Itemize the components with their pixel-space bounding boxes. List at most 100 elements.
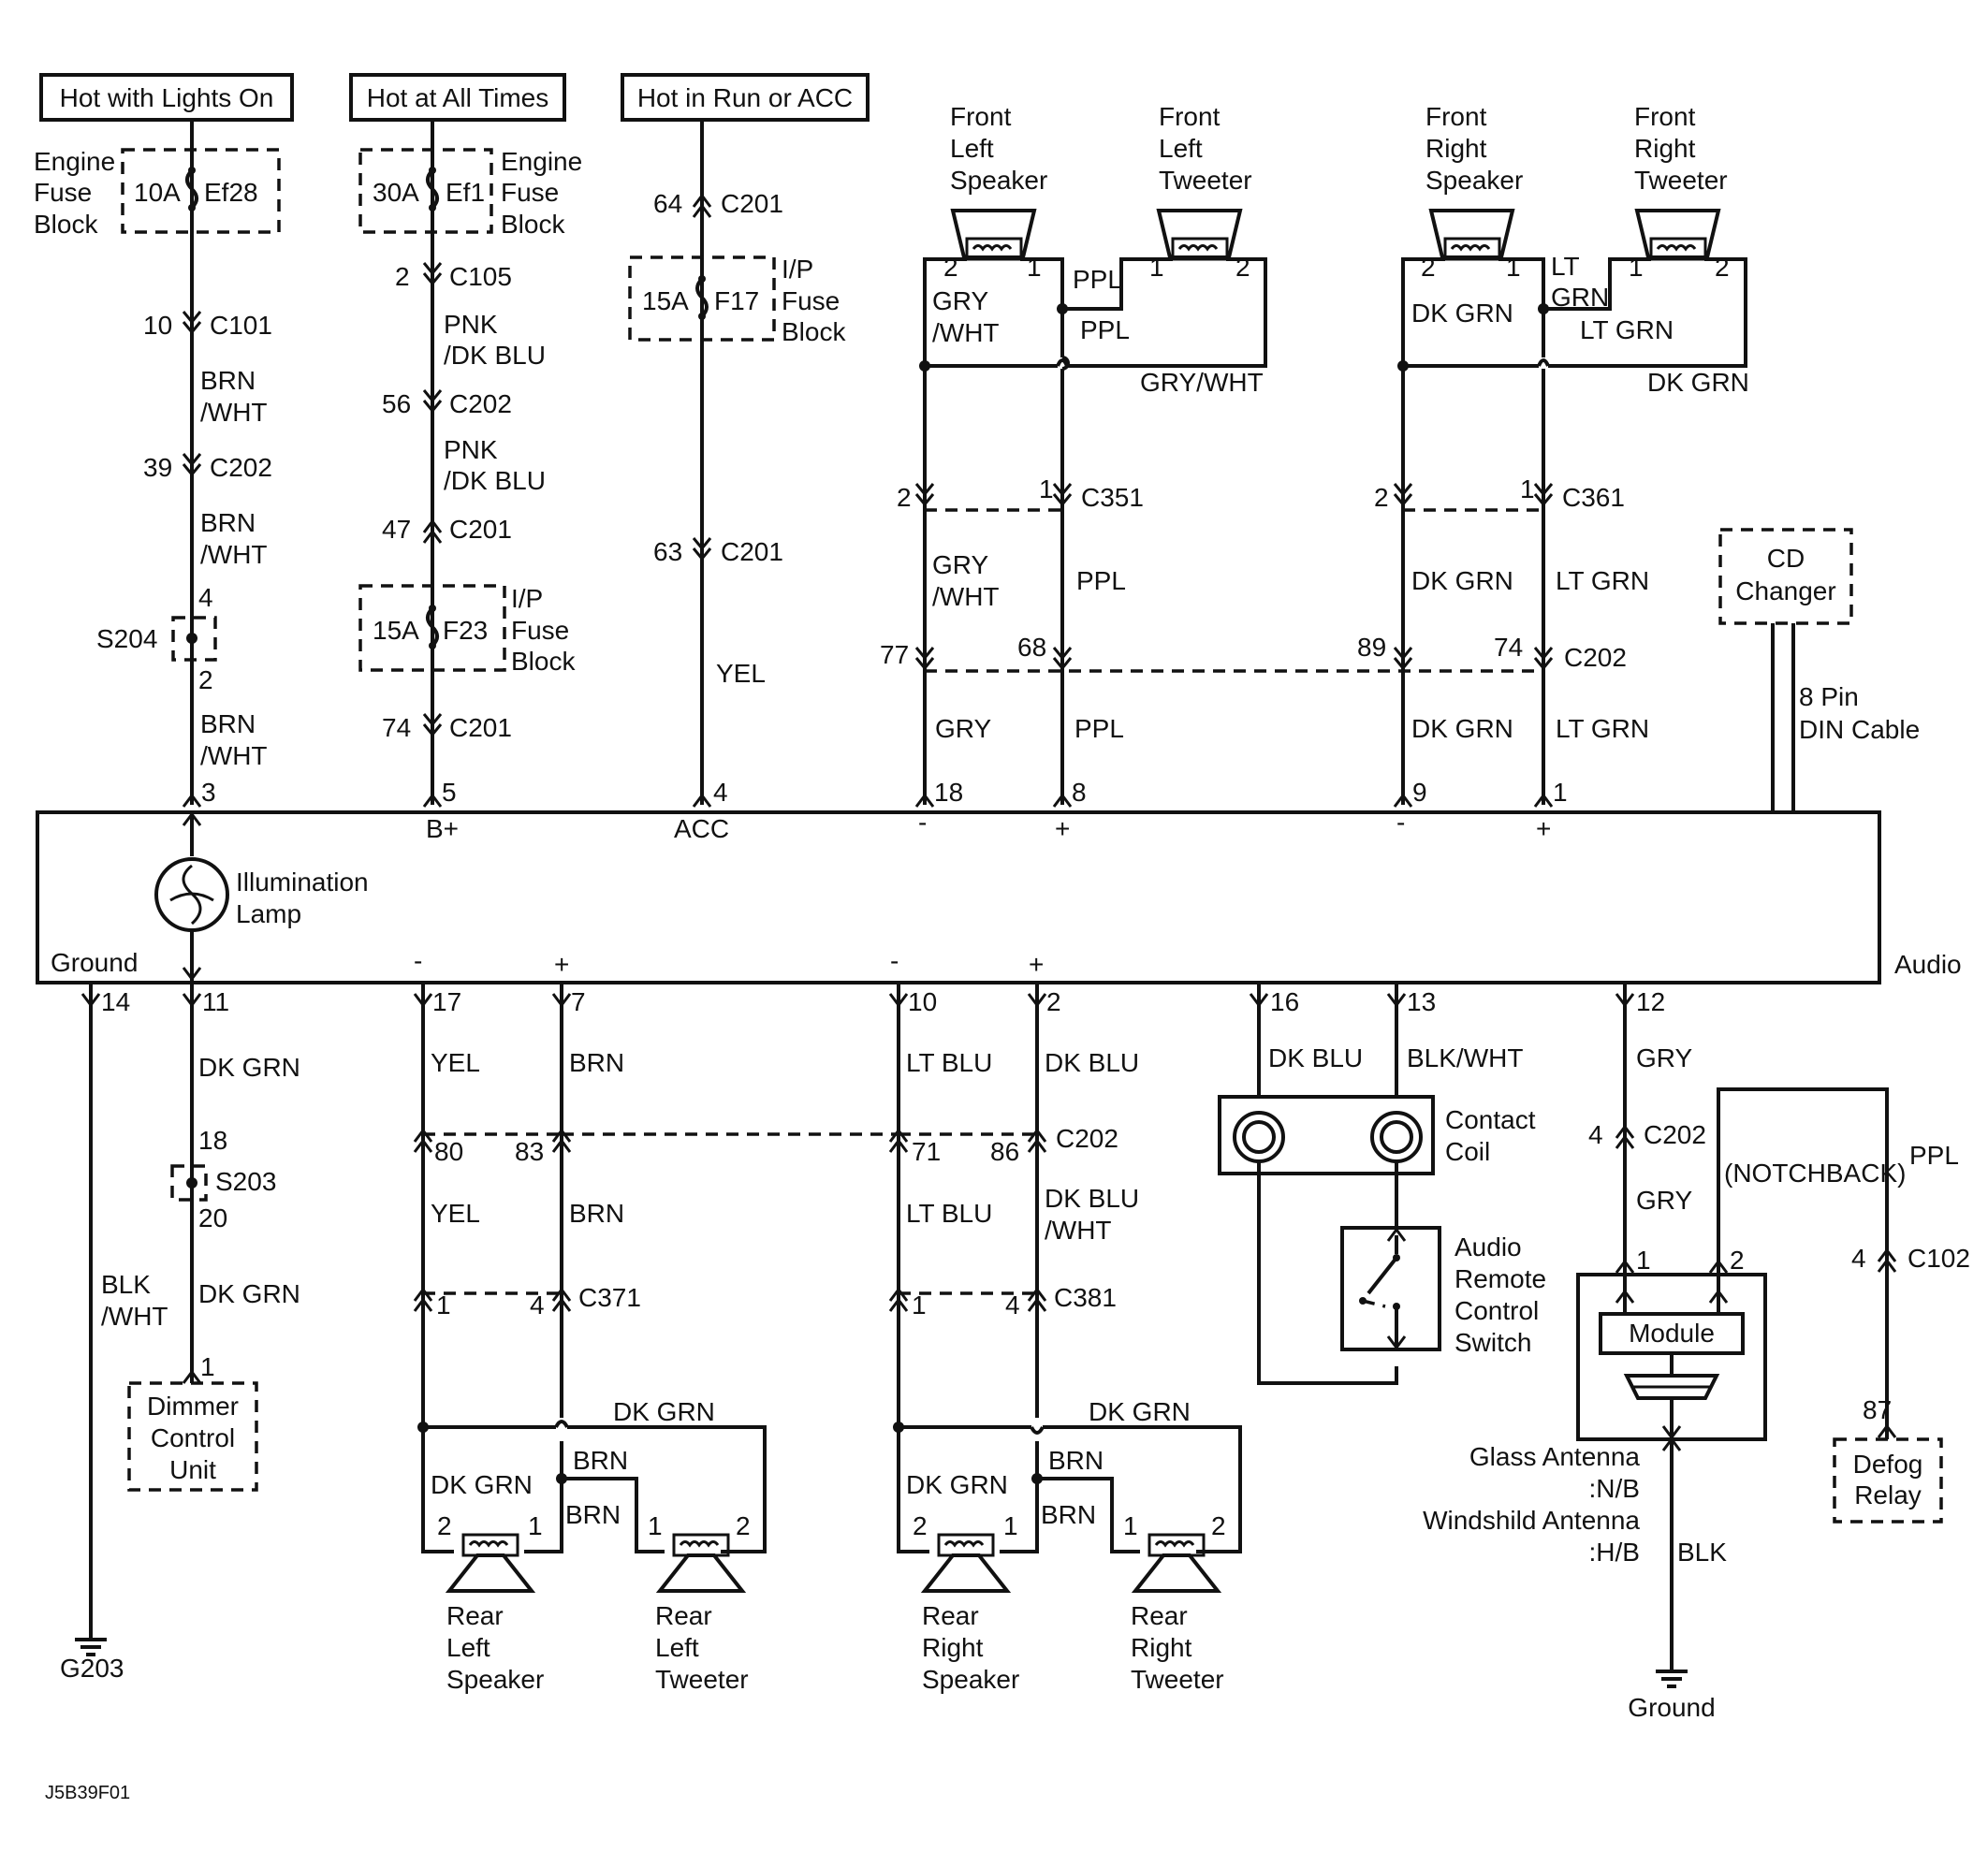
svg-text:/DK BLU: /DK BLU xyxy=(444,466,546,495)
circuit-acc-feed: 64 C201 15A F17 I/P Fuse Block 63 C201 Y… xyxy=(628,120,846,808)
svg-text:YEL: YEL xyxy=(431,1048,480,1077)
connector-label: C101 xyxy=(210,311,272,340)
svg-text:F17: F17 xyxy=(714,286,759,315)
svg-text:Windshild Antenna: Windshild Antenna xyxy=(1423,1506,1640,1535)
svg-text:1: 1 xyxy=(1003,1511,1018,1540)
svg-text:DK BLU: DK BLU xyxy=(1045,1048,1139,1077)
power-source-all-times: Hot at All Times xyxy=(349,73,566,122)
svg-text:3: 3 xyxy=(201,778,216,807)
svg-text:C202: C202 xyxy=(210,453,272,482)
svg-text:18: 18 xyxy=(198,1126,227,1155)
svg-text:89: 89 xyxy=(1357,633,1386,662)
svg-text:Left: Left xyxy=(950,134,994,163)
svg-text:Fuse: Fuse xyxy=(34,178,92,207)
svg-text:2: 2 xyxy=(913,1511,928,1540)
svg-text:GRN: GRN xyxy=(1551,283,1609,312)
svg-text:/WHT: /WHT xyxy=(200,540,268,569)
svg-text:Left: Left xyxy=(446,1633,490,1662)
svg-text::H/B: :H/B xyxy=(1589,1538,1640,1567)
svg-text:Tweeter: Tweeter xyxy=(1131,1665,1224,1694)
svg-text:Right: Right xyxy=(1131,1633,1192,1662)
svg-text:GRY: GRY xyxy=(935,714,991,743)
svg-text:YEL: YEL xyxy=(716,659,766,688)
svg-text:17: 17 xyxy=(432,987,461,1016)
defog-relay-circuit: 4 C102 87 Defog Relay xyxy=(1833,1089,1970,1524)
svg-text:4: 4 xyxy=(1005,1291,1020,1320)
svg-text:9: 9 xyxy=(1412,778,1427,807)
svg-text:1: 1 xyxy=(436,1291,451,1320)
cd-changer: CD Changer 8 Pin DIN Cable xyxy=(1718,528,1920,812)
svg-text:Ef1: Ef1 xyxy=(446,178,485,207)
svg-text:87: 87 xyxy=(1863,1395,1892,1424)
power-source-run-acc: Hot in Run or ACC xyxy=(621,73,870,122)
svg-text:LT BLU: LT BLU xyxy=(906,1199,992,1228)
speaker-icon xyxy=(445,1533,536,1593)
svg-text:1: 1 xyxy=(1629,253,1644,282)
svg-text:+: + xyxy=(554,950,569,979)
svg-text:BLK/WHT: BLK/WHT xyxy=(1407,1043,1523,1072)
notchback-label: (NOTCHBACK) xyxy=(1724,1159,1906,1188)
svg-text:BRN: BRN xyxy=(200,508,256,537)
svg-text:-: - xyxy=(414,946,422,975)
svg-text:GRY: GRY xyxy=(932,286,988,315)
svg-text:BRN: BRN xyxy=(573,1446,628,1475)
module-label: Module xyxy=(1629,1319,1715,1348)
svg-text:8: 8 xyxy=(1072,778,1087,807)
svg-text:4: 4 xyxy=(198,583,213,612)
svg-text:83: 83 xyxy=(515,1137,544,1166)
svg-text:4: 4 xyxy=(530,1291,545,1320)
svg-text:+: + xyxy=(1536,814,1551,843)
rear-right-speaker-group: 10 2 LT BLU DK BLU 71 86 LT BLU DK BLU /… xyxy=(888,983,1242,1694)
svg-text:Speaker: Speaker xyxy=(950,166,1047,195)
antenna-label: Glass Antenna xyxy=(1469,1442,1641,1471)
svg-text:1: 1 xyxy=(1149,253,1164,282)
svg-text:CD: CD xyxy=(1767,544,1805,573)
svg-text:74: 74 xyxy=(382,713,411,742)
svg-text:1: 1 xyxy=(648,1511,663,1540)
svg-text:2: 2 xyxy=(395,262,410,291)
steering-remote-circuit: 16 13 DK BLU BLK/WHT Contact Coil Audio … xyxy=(1218,983,1546,1385)
engine-fuse-block-label: Engine xyxy=(34,147,115,176)
svg-text:2: 2 xyxy=(736,1511,751,1540)
svg-text:1: 1 xyxy=(1027,253,1042,282)
svg-text:16: 16 xyxy=(1270,987,1299,1016)
illumination-lamp-icon xyxy=(154,811,229,983)
svg-text:15A: 15A xyxy=(373,616,419,645)
svg-text:Right: Right xyxy=(1634,134,1696,163)
svg-text:BRN: BRN xyxy=(200,709,256,738)
splice-s204: S204 xyxy=(96,624,157,653)
circuit-illumination-feed: Engine Fuse Block 10A Ef28 10 C101 BRN /… xyxy=(34,120,281,808)
svg-text:/WHT: /WHT xyxy=(932,582,1000,611)
svg-text:C202: C202 xyxy=(449,389,512,418)
svg-text:13: 13 xyxy=(1407,987,1436,1016)
svg-text:/WHT: /WHT xyxy=(200,741,268,770)
svg-text:4: 4 xyxy=(1851,1244,1866,1273)
svg-text:DK GRN: DK GRN xyxy=(1411,566,1513,595)
svg-text:GRY: GRY xyxy=(932,550,988,579)
fuse-rating: 10A xyxy=(134,178,181,207)
svg-text:Speaker: Speaker xyxy=(446,1665,544,1694)
svg-text:C371: C371 xyxy=(578,1283,641,1312)
svg-text:Tweeter: Tweeter xyxy=(1159,166,1252,195)
svg-text:+: + xyxy=(1029,950,1044,979)
svg-text:/DK BLU: /DK BLU xyxy=(444,341,546,370)
front-left-speaker-group: Front Left Speaker Front Left Tweeter 2 … xyxy=(919,102,1267,805)
svg-text:/WHT: /WHT xyxy=(200,398,268,427)
audio-unit: B+ ACC - + - + Audio Ground - + - + Illu… xyxy=(36,808,1962,984)
svg-text:BRN: BRN xyxy=(569,1048,624,1077)
g203-label: G203 xyxy=(60,1654,124,1683)
svg-text:Fuse: Fuse xyxy=(501,178,559,207)
front-speaker-connectors: 2 1 C351 2 1 C361 GRY /WHT PPL DK GRN LT… xyxy=(880,474,1649,808)
svg-text:GRY: GRY xyxy=(1636,1043,1692,1072)
svg-text:2: 2 xyxy=(943,253,958,282)
circuit-b-plus-feed: 30A Ef1 Engine Fuse Block 2 C105 PNK /DK… xyxy=(358,120,582,808)
dimmer-circuit: 11 DK GRN 18 S203 20 DK GRN 1 Dimmer Con… xyxy=(127,983,300,1492)
svg-text:C351: C351 xyxy=(1081,483,1144,512)
svg-text:LT GRN: LT GRN xyxy=(1556,714,1649,743)
antenna-circuit: 12 GRY 4 C202 GRY (NOTCHBACK) PPL 1 2 Mo… xyxy=(1423,983,1959,1722)
ground-icon xyxy=(75,1638,107,1656)
svg-text:-: - xyxy=(918,808,927,837)
svg-text:30A: 30A xyxy=(373,178,419,207)
svg-text:1: 1 xyxy=(912,1291,927,1320)
